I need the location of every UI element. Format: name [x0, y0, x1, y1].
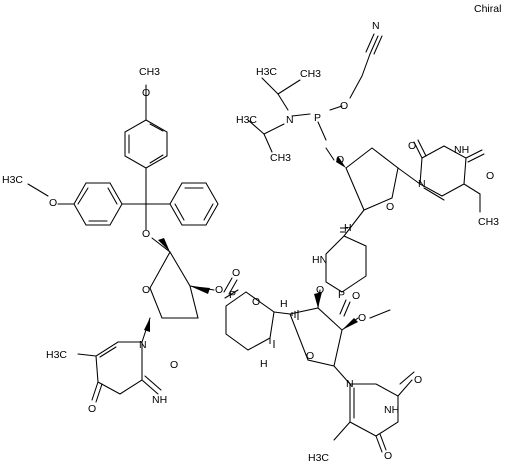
stereo-note: Chiral	[474, 3, 501, 15]
atom-label-o: O	[352, 290, 360, 302]
atom-label-o: O	[142, 228, 150, 240]
atom-label-nh: NH	[384, 404, 399, 416]
atom-label-o: O	[306, 350, 314, 362]
wedge-bond	[336, 156, 346, 168]
atom-label-ch3: CH3	[270, 152, 291, 164]
atom-label-ch3: CH3	[139, 66, 160, 78]
atom-label-ch3: CH3	[478, 216, 499, 228]
stereo-bond-layer	[144, 156, 358, 348]
wedge-bond	[158, 238, 170, 252]
atom-label-o: O	[316, 284, 324, 296]
atom-label-p: P	[229, 289, 236, 301]
bond-layer	[27, 33, 485, 453]
atom-label-o: O	[486, 170, 494, 182]
atom-label-o: O	[142, 284, 150, 296]
wedge-bond	[144, 318, 150, 332]
left-thymine-ring	[95, 341, 143, 395]
wedge-bond	[342, 318, 358, 330]
atom-label-p: P	[338, 289, 345, 301]
upper-sugar-ring	[345, 147, 399, 211]
atom-label-o: O	[414, 374, 422, 386]
atom-label-nh: NH	[152, 394, 167, 406]
atom-label-o: O	[340, 100, 348, 112]
atom-label-o: O	[232, 267, 240, 279]
atom-label-h: H	[344, 222, 352, 234]
atom-label-ch3: CH3	[300, 68, 321, 80]
atom-label-n: N	[372, 20, 380, 32]
atom-label-ch3: H3C	[256, 66, 277, 78]
top-aryl-ring	[124, 119, 168, 169]
wedge-bond	[190, 286, 210, 294]
atom-label-o: O	[142, 87, 150, 99]
left-sugar-ring	[149, 250, 199, 319]
atom-label-o: O	[408, 140, 416, 152]
hashed-bond	[340, 227, 348, 233]
lower-sugar-ring	[289, 307, 343, 367]
atom-label-hn: HN	[312, 254, 327, 266]
phenyl-ring	[169, 182, 219, 226]
atom-label-h3c: H3C	[46, 349, 67, 361]
wedge-bond	[314, 292, 322, 308]
oxazaphosphinane-ring	[325, 235, 367, 293]
label-layer: Chiral O CH3 O H3C O O O N H3C O NH O P …	[2, 3, 501, 464]
hashed-bond	[269, 338, 275, 348]
atom-label-o: O	[358, 312, 366, 324]
atom-label-o: O	[88, 403, 96, 415]
atom-label-o: O	[252, 296, 260, 308]
atom-label-p: P	[314, 112, 321, 124]
left-aryl-ring	[73, 182, 123, 226]
atom-label-h3c: H3C	[2, 174, 23, 186]
atom-label-n: N	[418, 178, 426, 190]
atom-label-h3c: H3C	[308, 452, 329, 464]
atom-label-o: O	[386, 201, 394, 213]
atom-label-o: O	[384, 450, 392, 462]
atom-label-o: O	[49, 197, 57, 209]
atom-label-ch3: H3C	[236, 114, 257, 126]
atom-label-n: N	[286, 114, 294, 126]
atom-label-o: O	[215, 284, 223, 296]
atom-label-n: N	[139, 339, 147, 351]
atom-label-nh: NH	[454, 144, 469, 156]
atom-label-o: O	[336, 154, 344, 166]
atom-label-n: N	[346, 378, 354, 390]
hashed-bond	[291, 310, 299, 320]
atom-label-o: O	[170, 359, 178, 371]
atom-label-h: H	[260, 358, 268, 370]
atom-label-h: H	[280, 298, 288, 310]
